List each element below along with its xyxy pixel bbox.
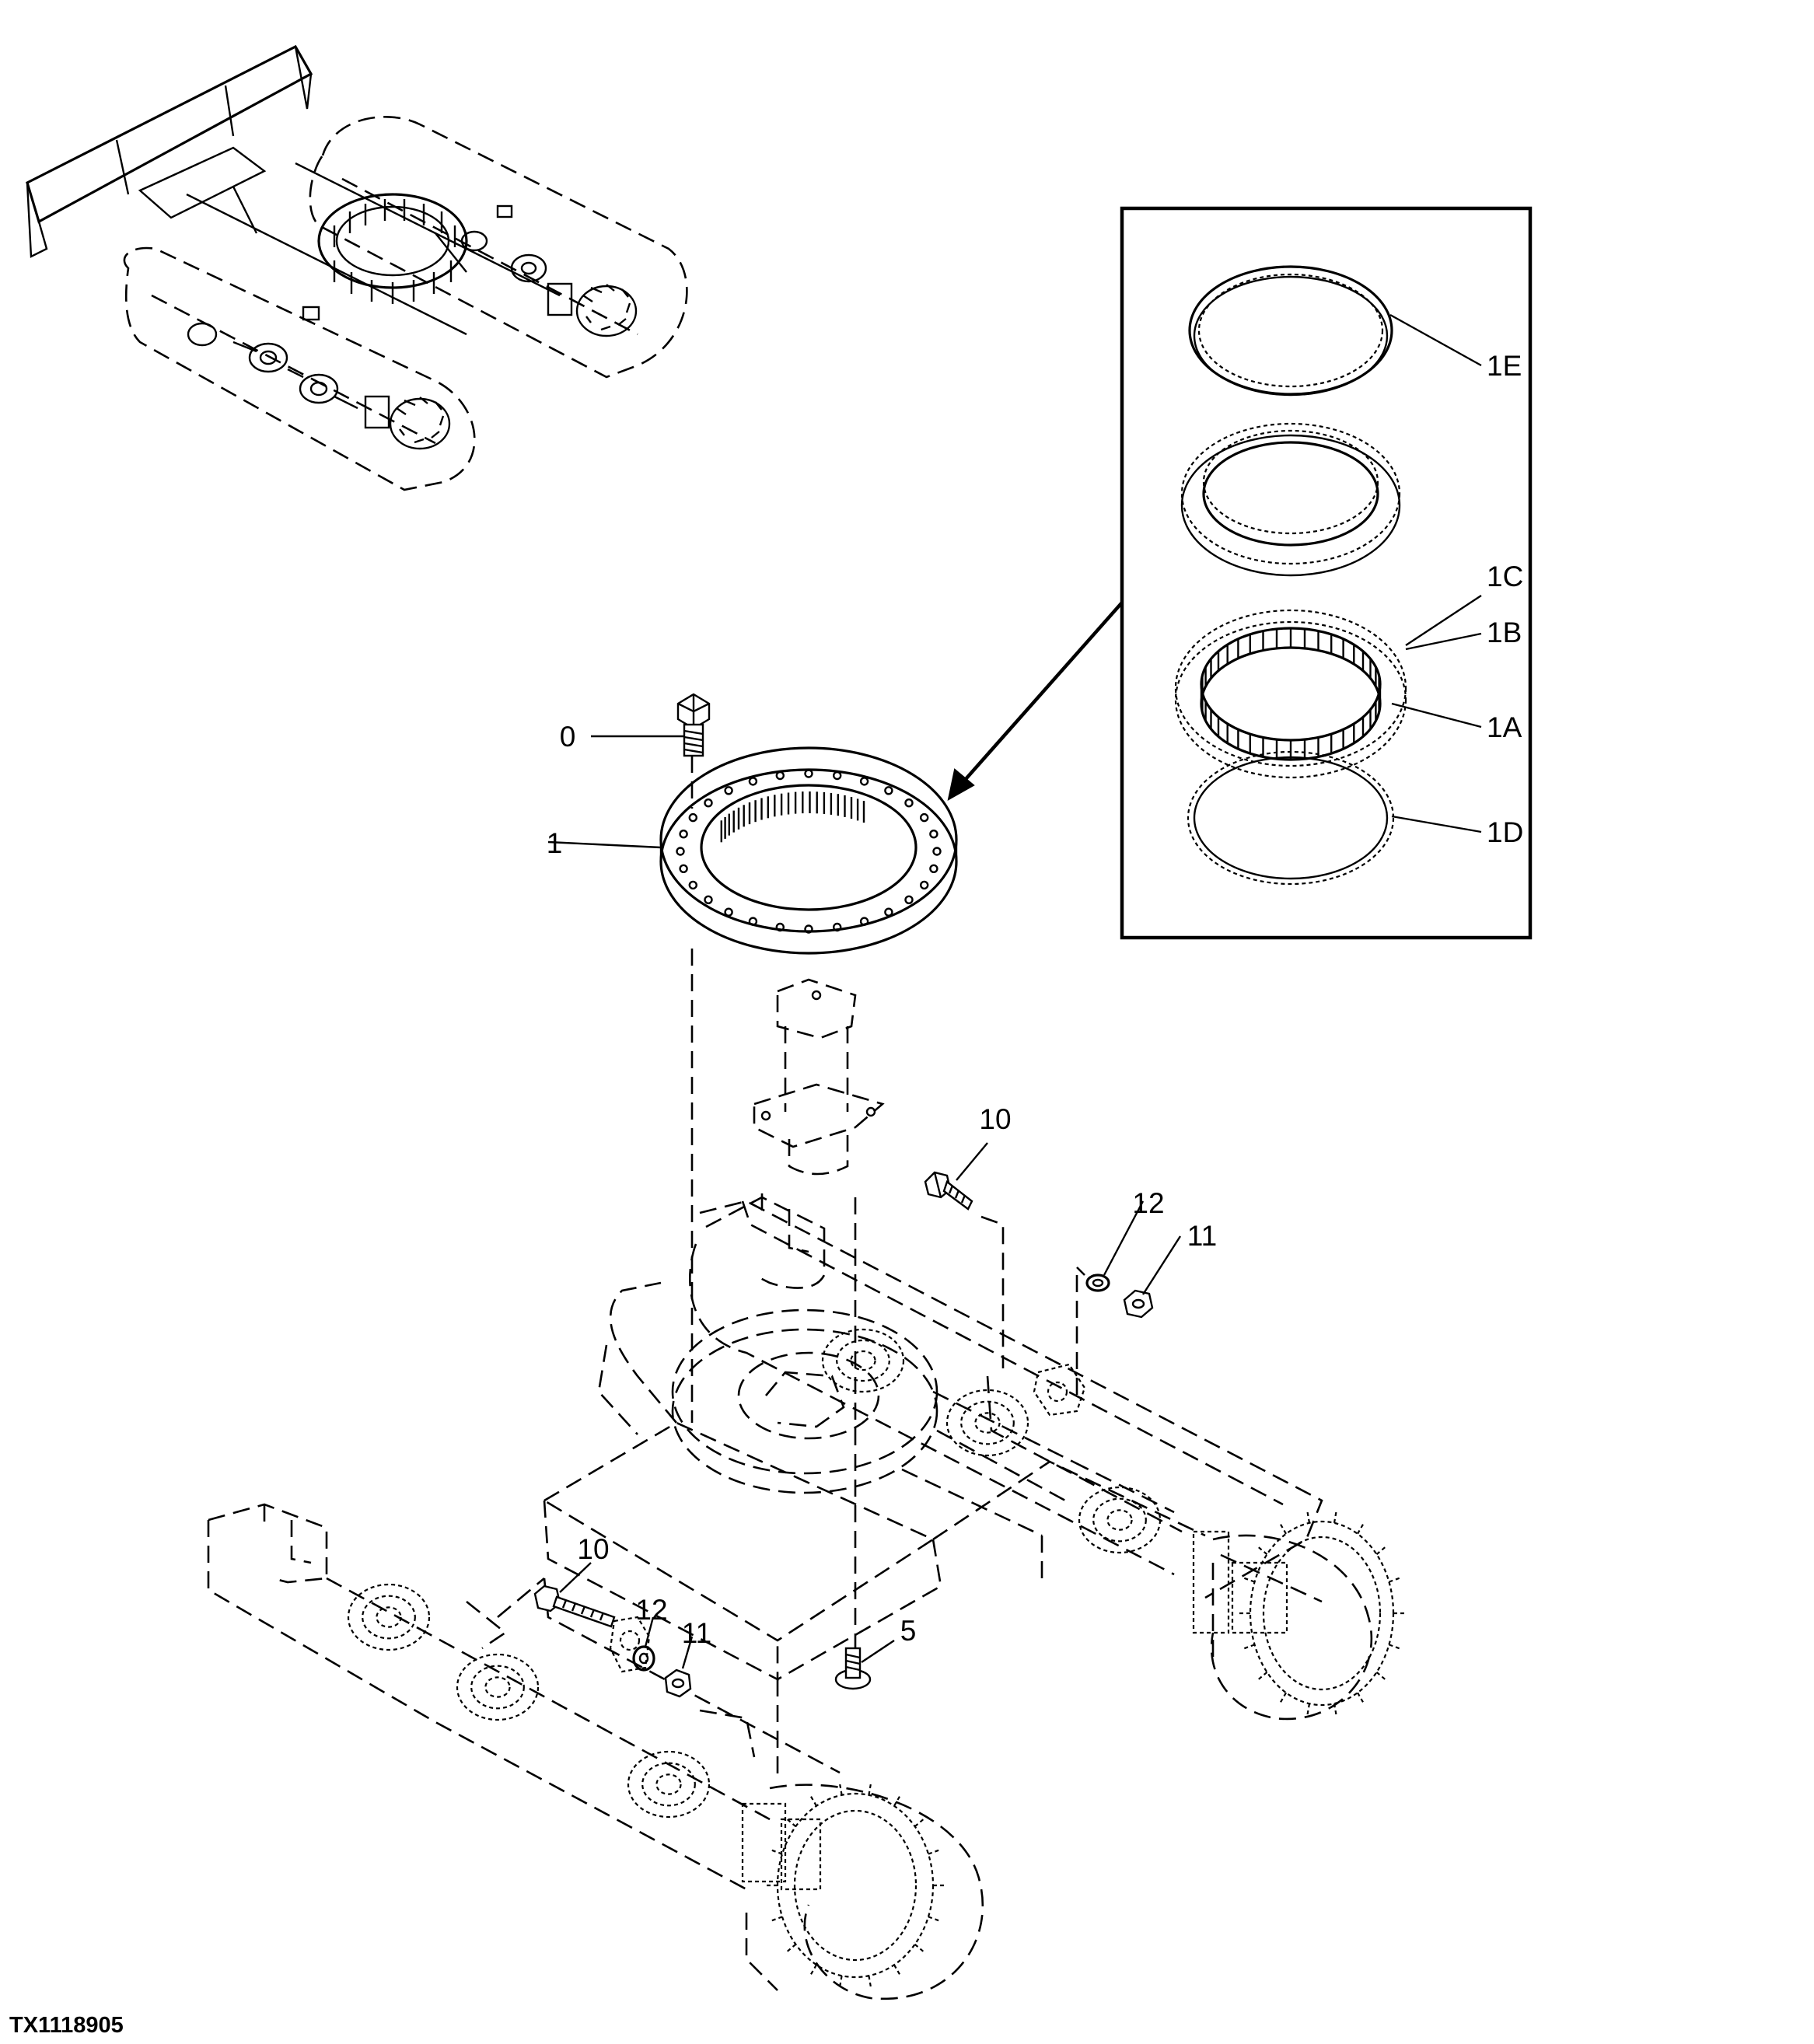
outer-race xyxy=(1180,422,1401,577)
track-frame xyxy=(207,1193,1373,2000)
callout-1E: 1E xyxy=(1487,350,1522,382)
callout-0: 0 xyxy=(560,721,576,753)
part-1A-bearing-cage xyxy=(1174,609,1407,779)
callout-11-upper: 11 xyxy=(1187,1220,1217,1252)
inset-detail-box xyxy=(1120,206,1533,940)
washer-12-upper xyxy=(1075,1200,1145,1399)
mount-bracket-left xyxy=(609,1616,651,1673)
nut-11-upper xyxy=(1123,1235,1182,1319)
bolt-10-lower xyxy=(533,1562,616,1628)
detail-arrow xyxy=(947,601,1124,801)
part-1D-seal xyxy=(1187,750,1395,886)
sprocket-right xyxy=(1192,1508,1407,1718)
callout-12-lower: 12 xyxy=(635,1594,667,1626)
callout-10-upper: 10 xyxy=(979,1103,1011,1135)
bolt-10-upper xyxy=(924,1142,1005,1368)
inset-leaders xyxy=(1389,313,1482,833)
bolt-5 xyxy=(834,1640,895,1690)
callout-10-lower: 10 xyxy=(577,1533,609,1565)
assembly-lines xyxy=(690,756,857,1648)
bolt-0 xyxy=(591,693,711,757)
mount-bracket-right xyxy=(1033,1363,1086,1417)
callout-1B: 1B xyxy=(1487,617,1522,648)
callout-11-lower: 11 xyxy=(682,1617,711,1649)
rollers xyxy=(347,1328,1162,1819)
sprocket-left xyxy=(741,1780,947,1990)
callout-12-upper: 12 xyxy=(1132,1187,1164,1219)
swing-bearing-1 xyxy=(547,746,958,955)
callout-1C: 1C xyxy=(1487,561,1523,592)
center-joint xyxy=(753,978,885,1176)
callout-1: 1 xyxy=(547,827,563,859)
part-1E-seal xyxy=(1188,265,1393,397)
washer-12-lower xyxy=(632,1616,655,1672)
callout-labels: 0 1 1E 1C 1B 1A 1D 10 12 11 10 12 11 5 xyxy=(547,350,1524,1649)
figure-id: TX1118905 xyxy=(9,2013,124,2038)
callout-5: 5 xyxy=(900,1615,917,1647)
nut-11-lower xyxy=(664,1636,694,1698)
overview-undercarriage xyxy=(26,44,688,491)
callout-1D: 1D xyxy=(1487,816,1523,848)
callout-1A: 1A xyxy=(1487,711,1522,743)
